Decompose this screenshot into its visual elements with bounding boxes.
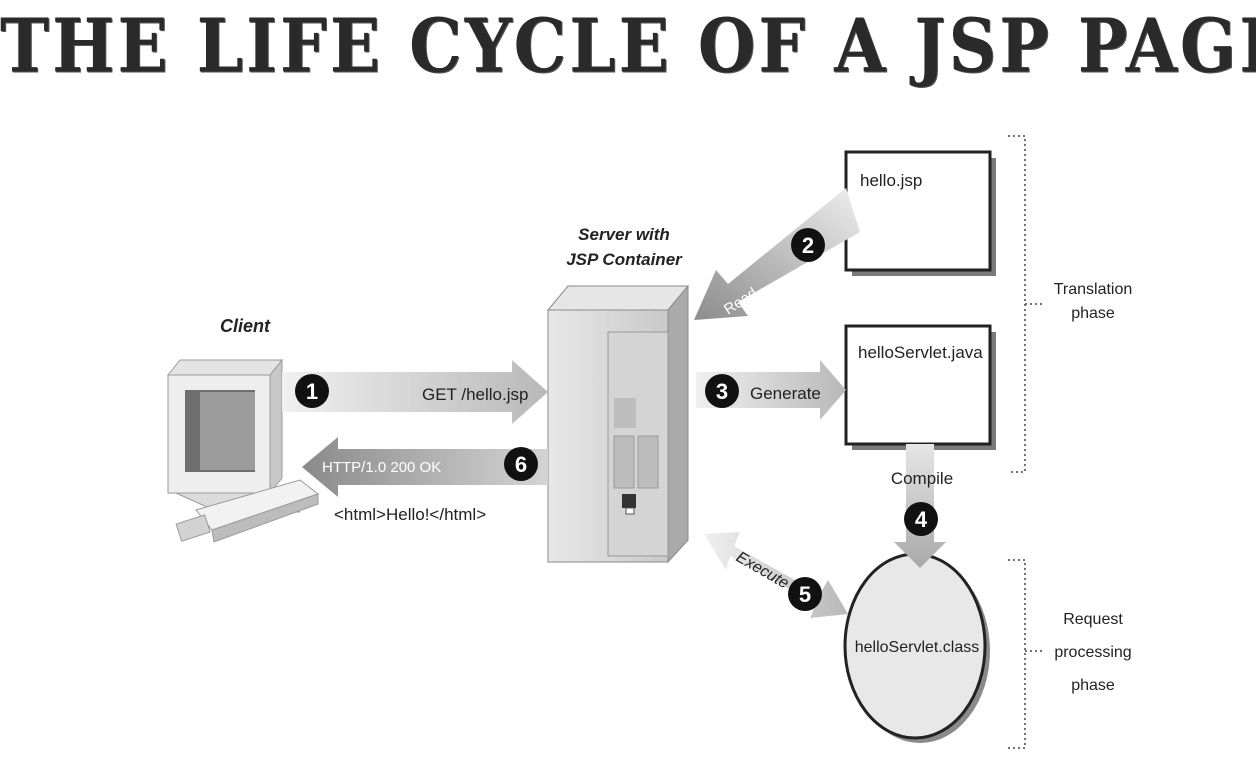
client-computer-icon xyxy=(166,358,320,543)
step-2-number: 2 xyxy=(802,233,814,258)
step-5-badge: 5 xyxy=(788,577,822,611)
translation-phase-label-line2: phase xyxy=(1071,305,1115,322)
step-1-number: 1 xyxy=(306,379,318,404)
step-6-number: 6 xyxy=(515,452,527,477)
step-4-badge: 4 xyxy=(904,502,938,536)
compile-label: Compile xyxy=(891,469,953,488)
step-4-number: 4 xyxy=(915,507,928,532)
step-6-badge: 6 xyxy=(504,447,538,481)
generate-label: Generate xyxy=(750,384,821,403)
diagram-title: THE LIFE CYCLE OF A JSP PAGE xyxy=(0,2,1256,90)
client-label: Client xyxy=(220,316,271,336)
hello-jsp-box xyxy=(844,150,996,276)
step-2-badge: 2 xyxy=(791,228,825,262)
get-request-label: GET /hello.jsp xyxy=(422,385,528,404)
step-1-badge: 1 xyxy=(295,374,329,408)
hello-jsp-label: hello.jsp xyxy=(860,171,922,190)
http-status-label: HTTP/1.0 200 OK xyxy=(322,459,441,476)
step-3-number: 3 xyxy=(716,379,728,404)
server-label-line2: JSP Container xyxy=(566,250,683,269)
generate-arrow xyxy=(696,360,846,420)
execute-label: Execute xyxy=(733,549,792,593)
server-label-line1: Server with xyxy=(578,225,670,244)
request-phase-bracket xyxy=(1008,559,1044,749)
request-phase-label-line3: phase xyxy=(1071,677,1115,694)
request-phase-label-line2: processing xyxy=(1054,644,1131,661)
server-container-icon xyxy=(546,284,690,564)
hello-servlet-class-label: helloServlet.class xyxy=(855,639,980,656)
hello-servlet-java-box xyxy=(844,324,996,450)
translation-phase-label-line1: Translation xyxy=(1054,281,1133,298)
http-response-arrow xyxy=(302,437,548,497)
step-3-badge: 3 xyxy=(705,374,739,408)
request-phase-label-line1: Request xyxy=(1063,611,1123,628)
html-response-label: <html>Hello!</html> xyxy=(334,505,486,524)
translation-phase-bracket xyxy=(1008,135,1044,473)
read-arrow xyxy=(694,188,860,320)
step-5-number: 5 xyxy=(799,582,811,607)
hello-servlet-java-label: helloServlet.java xyxy=(858,343,983,362)
get-request-arrow xyxy=(282,360,548,424)
hello-servlet-class-node xyxy=(843,552,990,743)
